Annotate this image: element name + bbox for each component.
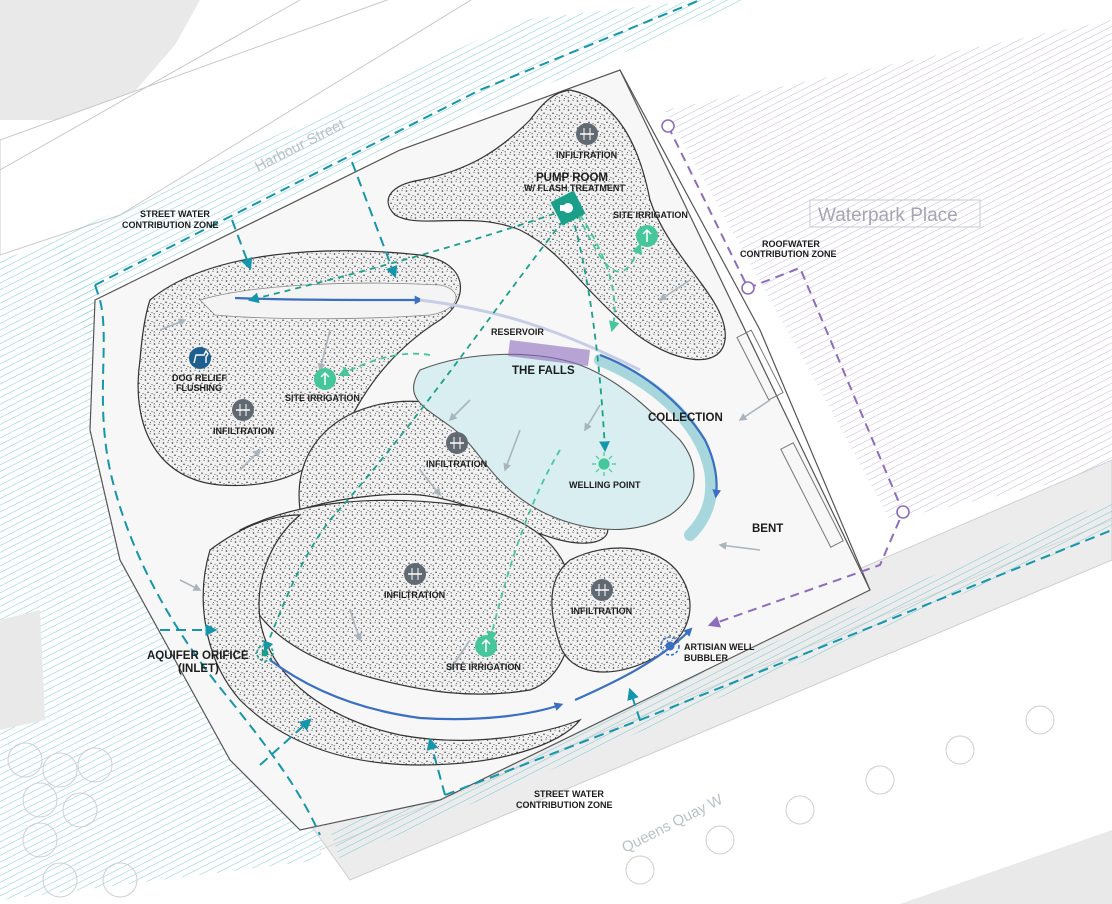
runoff-arrows bbox=[159, 279, 771, 672]
label-flash-treatment: W/ FLASH TREATMENT bbox=[524, 183, 625, 193]
label-site-irrigation-south: SITE IRRIGATION bbox=[446, 662, 521, 672]
label-pump-room: PUMP ROOM bbox=[536, 172, 608, 184]
label-aquifer-1: AQUIFER ORIFICE bbox=[147, 650, 249, 662]
pump-room-icon bbox=[550, 190, 586, 226]
infiltration-icon bbox=[404, 563, 426, 585]
label-dog-relief-1: DOG RELIEF bbox=[172, 373, 228, 383]
irrigation-lines bbox=[247, 209, 643, 653]
label-welling-point: WELLING POINT bbox=[569, 480, 641, 490]
label-artisian-2: BUBBLER bbox=[684, 653, 728, 663]
street-water-zone-bottom bbox=[330, 500, 1112, 860]
label-artisian-1: ARTISIAN WELL bbox=[684, 642, 755, 652]
street-trees bbox=[7, 742, 138, 898]
infiltration-icon bbox=[446, 432, 468, 454]
planting-bed-southeast bbox=[551, 547, 691, 673]
welling-point-icon bbox=[592, 452, 616, 476]
label-street-water-bottom-1: STREET WATER bbox=[534, 789, 604, 799]
flow-arrow-bottom bbox=[269, 659, 564, 721]
label-street-water-top-2: CONTRIBUTION ZONE bbox=[122, 220, 219, 230]
label-collection: COLLECTION bbox=[648, 412, 723, 424]
site-irrigation-icon bbox=[475, 635, 497, 657]
infiltration-icon bbox=[232, 399, 254, 421]
flow-arrow-top-faint bbox=[419, 298, 641, 372]
aquifer-orifice-icon bbox=[256, 644, 274, 662]
label-infiltration-center: INFILTRATION bbox=[426, 459, 487, 469]
dog-relief-icon bbox=[189, 347, 211, 369]
street-water-flow bbox=[94, 0, 1112, 836]
label-infiltration-southeast: INFILTRATION bbox=[571, 606, 632, 616]
roof-water-flow bbox=[667, 125, 905, 628]
label-site-irrigation-north: SITE IRRIGATION bbox=[613, 210, 688, 220]
label-the-falls: THE FALLS bbox=[512, 365, 575, 377]
flow-arrow-bubbler bbox=[574, 627, 693, 702]
label-infiltration-west: INFILTRATION bbox=[213, 426, 274, 436]
label-street-water-bottom-2: CONTRIBUTION ZONE bbox=[516, 800, 613, 810]
label-street-water-top-1: STREET WATER bbox=[140, 209, 210, 219]
label-site-irrigation-west: SITE IRRIGATION bbox=[285, 393, 360, 403]
roof-water-zone bbox=[665, 20, 1112, 520]
planting-bed-outer bbox=[202, 514, 582, 766]
label-dog-relief-2: FLUSHING bbox=[176, 383, 222, 393]
infiltration-icon bbox=[576, 123, 598, 145]
waterpark-place-box bbox=[809, 199, 981, 228]
planting-bed-north bbox=[387, 89, 726, 361]
label-infiltration-north: INFILTRATION bbox=[556, 150, 617, 160]
label-roofwater-1: ROOFWATER bbox=[762, 239, 820, 249]
reservoir bbox=[508, 340, 590, 366]
label-roofwater-2: CONTRIBUTION ZONE bbox=[740, 249, 837, 259]
artisian-well-icon bbox=[660, 636, 680, 656]
infiltration-icon bbox=[591, 579, 613, 601]
label-infiltration-south: INFILTRATION bbox=[384, 590, 445, 600]
label-reservoir: RESERVOIR bbox=[491, 327, 544, 337]
flow-arrow-collection bbox=[599, 353, 722, 499]
roof-water-nodes bbox=[661, 119, 910, 519]
waterpark-place-label: Waterpark Place bbox=[818, 205, 958, 226]
label-bent: BENT bbox=[752, 523, 783, 535]
street-water-zone-top bbox=[55, 0, 750, 350]
label-aquifer-2: (INLET) bbox=[178, 663, 219, 675]
site-irrigation-icon bbox=[636, 225, 658, 247]
site-irrigation-icon bbox=[314, 368, 336, 390]
context-building bbox=[0, 0, 200, 120]
